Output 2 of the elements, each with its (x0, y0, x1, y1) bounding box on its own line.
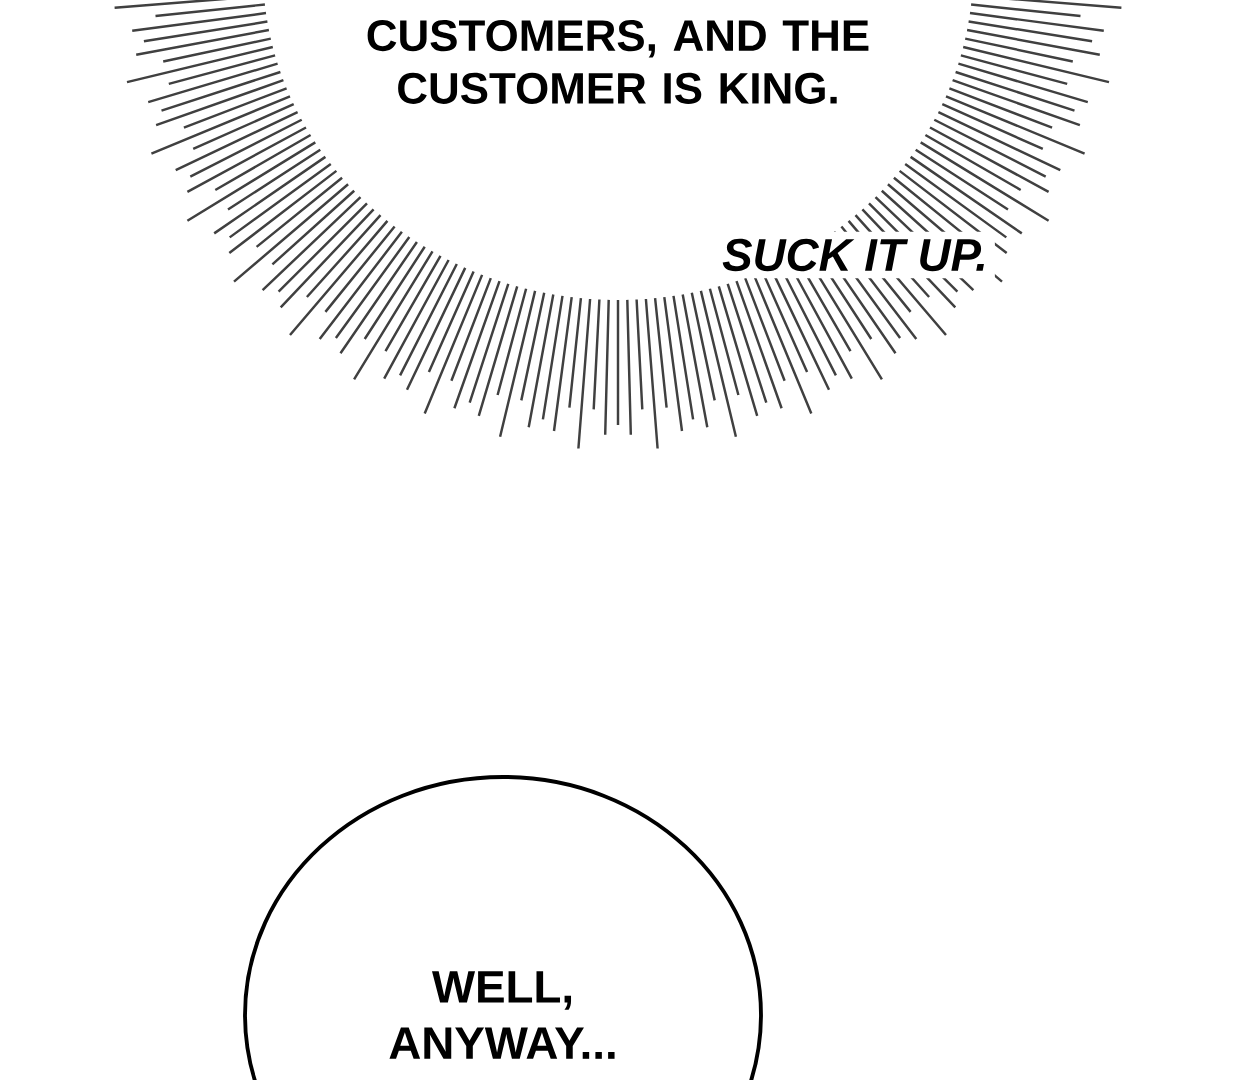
caption-text: SUCK IT UP. (715, 231, 995, 279)
speech-bubble: WELL, ANYWAY... (243, 775, 763, 1080)
